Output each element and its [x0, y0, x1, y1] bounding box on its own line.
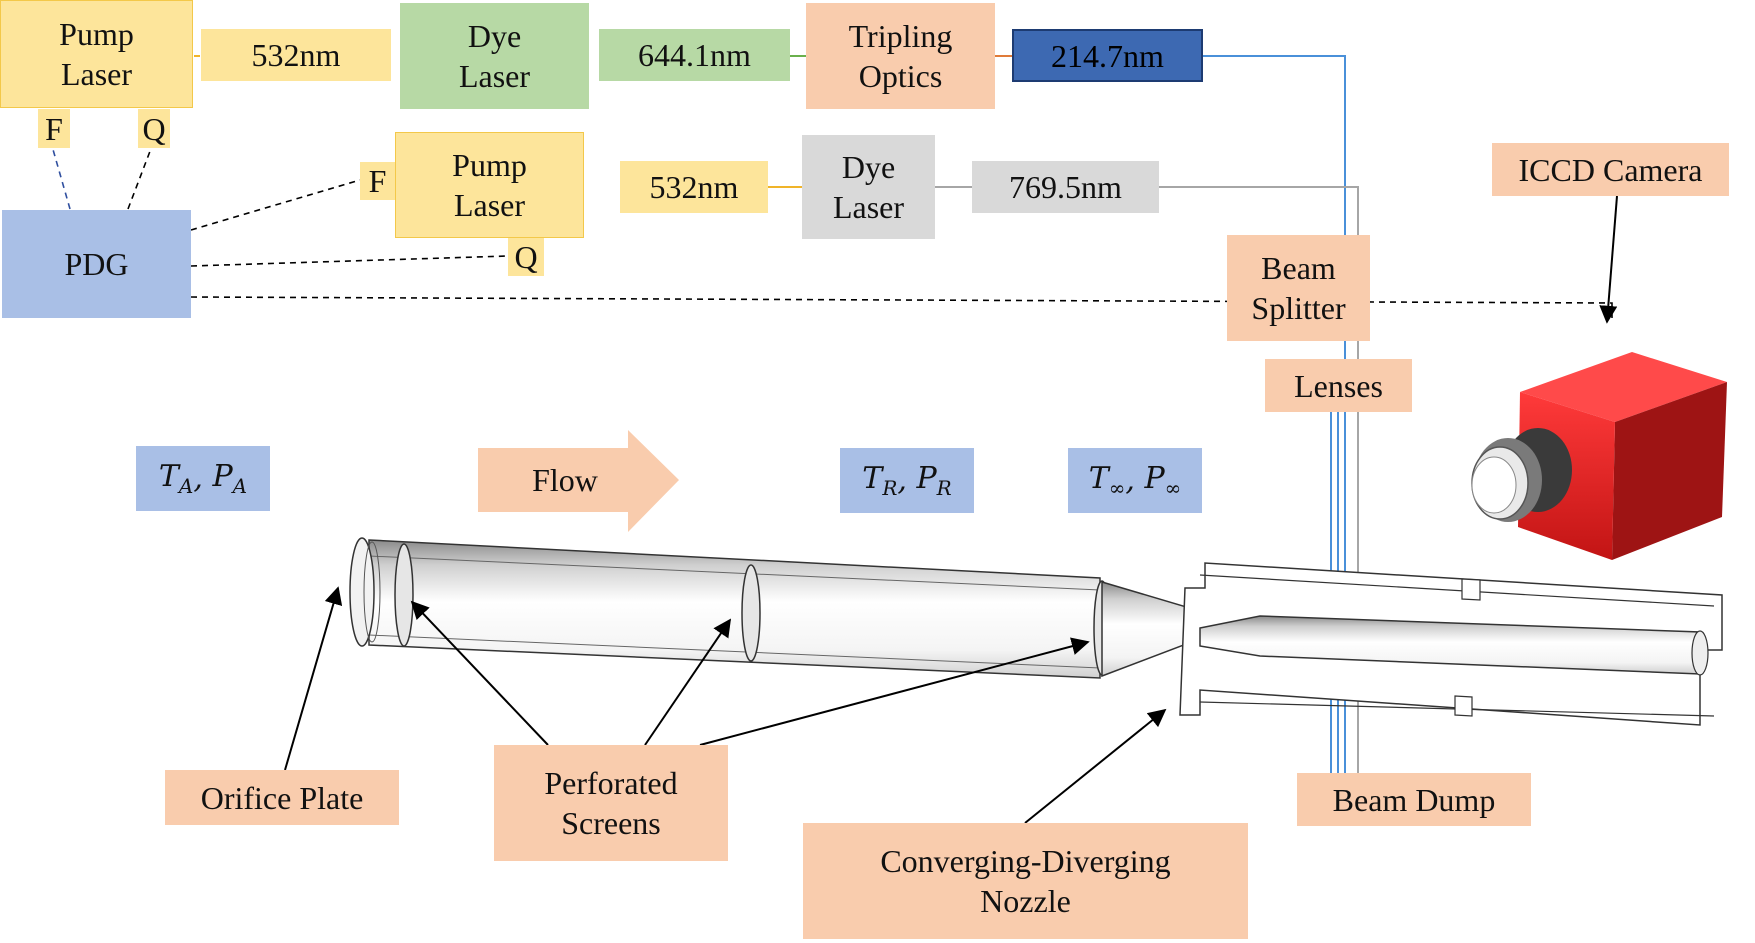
pump-laser-top-q-port: Q: [138, 109, 170, 148]
dye-laser-top-line1: Dye: [467, 18, 522, 54]
flow-arrow-shape: [478, 430, 679, 532]
dye-laser-top-box: Dye Laser: [400, 3, 589, 109]
state-r-t: TR: [862, 460, 897, 501]
trigger-line-f-mid: [190, 179, 361, 231]
cd-nozzle-line2: Nozzle: [980, 883, 1071, 919]
state-inf-p: P∞: [1144, 460, 1181, 501]
trigger-line-q-mid: [190, 255, 509, 267]
trigger-line-q-top: [127, 145, 153, 210]
state-a-p-symbol: P: [212, 459, 233, 494]
iccd-camera-label: ICCD Camera: [1492, 143, 1729, 196]
dye-laser-top-line2: Laser: [458, 58, 531, 94]
flow-label: Flow: [532, 462, 598, 498]
state-r-t-subscript: R: [882, 476, 898, 500]
camera-arrow: [1599, 195, 1618, 324]
wind-tunnel: [349, 537, 1723, 726]
state-r-p-subscript: R: [936, 476, 952, 500]
arrow-screen-3: [699, 637, 1090, 746]
pump-laser-mid-box: Pump Laser: [395, 132, 584, 238]
wavelength-644: 644.1nm: [599, 29, 790, 81]
state-inf-p-symbol: P: [1144, 461, 1165, 496]
arrow-nozzle: [1024, 708, 1167, 824]
trigger-line-camera: [190, 296, 1613, 320]
pump-laser-top-line1: Pump: [59, 16, 134, 52]
state-a-t-symbol: T: [158, 459, 179, 494]
beam-splitter-line1: Beam: [1261, 250, 1336, 286]
dye-laser-mid-box: Dye Laser: [802, 135, 935, 239]
perforated-screens-line2: Screens: [561, 805, 661, 841]
tripling-optics-line2: Optics: [858, 58, 943, 94]
state-inf-t-symbol: T: [1088, 461, 1109, 496]
state-inf-t-subscript: ∞: [1108, 476, 1126, 500]
dye-laser-mid-line1: Dye: [841, 149, 896, 185]
pdg-box: PDG: [2, 210, 191, 318]
cd-nozzle-line1: Converging-Diverging: [880, 843, 1171, 879]
wavelength-214: 214.7nm: [1012, 29, 1203, 82]
pump-laser-mid-line2: Laser: [453, 187, 526, 223]
arrow-screen-2: [644, 618, 732, 746]
beam-uv-path: [1203, 55, 1346, 775]
beam-splitter-line2: Splitter: [1251, 290, 1346, 326]
beam-splitter-box: Beam Splitter: [1227, 235, 1370, 341]
tripling-optics-box: Tripling Optics: [806, 3, 995, 109]
state-r-p: PR: [916, 460, 951, 501]
pump-laser-top-box: Pump Laser: [0, 0, 193, 108]
state-a-p-subscript: A: [232, 474, 248, 498]
state-inf-box: T∞, P∞: [1068, 448, 1202, 513]
state-a-p: PA: [212, 458, 247, 499]
dye-laser-mid-line2: Laser: [832, 189, 905, 225]
state-a-t-subscript: A: [178, 474, 194, 498]
pump-laser-mid-line1: Pump: [452, 147, 527, 183]
wavelength-532-top: 532nm: [201, 29, 391, 81]
beam-dump-label: Beam Dump: [1297, 773, 1531, 826]
state-a-box: TA, PA: [136, 446, 270, 511]
tripling-optics-line1: Tripling: [848, 18, 953, 54]
perforated-screens-line1: Perforated: [544, 765, 678, 801]
pump-laser-mid-f-port: F: [360, 162, 395, 200]
wavelength-532-mid: 532nm: [620, 161, 768, 213]
pump-laser-top-f-port: F: [38, 109, 70, 148]
state-r-box: TR, PR: [840, 448, 974, 513]
trigger-line-f-top: [51, 145, 71, 210]
state-inf-p-subscript: ∞: [1164, 476, 1182, 500]
wavelength-769: 769.5nm: [972, 161, 1159, 213]
lenses-box: Lenses: [1265, 359, 1412, 412]
arrow-orifice-plate: [284, 586, 343, 771]
arrow-screen-1: [410, 600, 549, 746]
perforated-screens-label: Perforated Screens: [494, 745, 728, 861]
pump-laser-mid-q-port: Q: [508, 238, 544, 276]
iccd-camera-icon: [1471, 352, 1727, 560]
state-a-t: TA: [159, 458, 193, 499]
state-inf-t: T∞: [1089, 460, 1126, 501]
orifice-plate-label: Orifice Plate: [165, 770, 399, 825]
state-r-p-symbol: P: [916, 461, 937, 496]
cd-nozzle-label: Converging-Diverging Nozzle: [803, 823, 1248, 939]
pump-laser-top-line2: Laser: [60, 56, 133, 92]
state-r-t-symbol: T: [862, 461, 883, 496]
